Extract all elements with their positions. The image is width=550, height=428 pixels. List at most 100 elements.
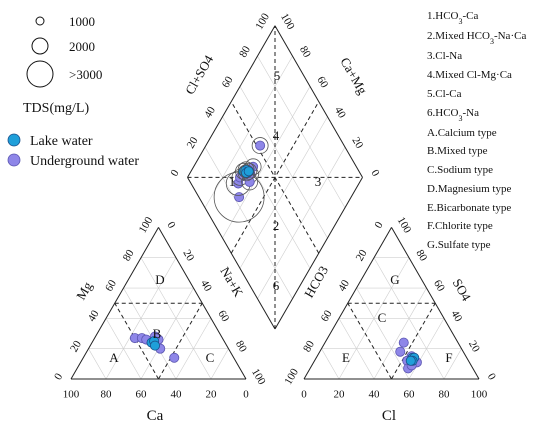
size-legend-label-2: 2000 — [69, 39, 95, 54]
size-legend: 1000 2000 >3000 TDS(mg/L) — [23, 14, 102, 116]
diamond-tick-clso4-60: 60 — [220, 74, 236, 90]
underground-water-cation-point-6 — [169, 352, 180, 363]
anion-right-axis-label: SO4 — [450, 276, 475, 304]
cation-right-axis-label: Na+K — [217, 264, 246, 300]
diamond-tick-clso4-0: 0 — [169, 167, 182, 178]
cation-tick-nak-0: 0 — [164, 220, 177, 231]
key-item-c: C.Sodium type — [427, 164, 493, 176]
cation-grid-ca-3 — [105, 318, 142, 380]
diamond-zone-4: 4 — [273, 128, 280, 143]
cation-tick-ca-0: 0 — [243, 389, 249, 401]
cation-tick-nak-100: 100 — [249, 367, 268, 388]
anion-zone-c: C — [378, 310, 387, 325]
anion-tick-so4-20: 20 — [466, 339, 482, 355]
diamond-zone-1: 1 — [229, 174, 236, 189]
legend-label-lake-water: Lake water — [30, 134, 93, 149]
anion-zone-f: F — [445, 350, 452, 365]
size-legend-label-1: 1000 — [69, 14, 95, 29]
key-item-5: 5.Cl-Ca — [427, 88, 462, 100]
diamond-tick-camg-80: 80 — [297, 44, 313, 60]
size-legend-circle-small — [35, 16, 45, 26]
diamond-tick-camg-0: 0 — [368, 168, 381, 179]
lake-water-tds-ring-4 — [240, 162, 258, 180]
diamond-tick-camg-60: 60 — [314, 74, 330, 90]
key-item-4: 4.Mixed Cl-Mg·Ca — [427, 69, 512, 81]
cation-tick-mg-0: 0 — [52, 371, 65, 382]
anion-tick-so4-100: 100 — [395, 215, 414, 236]
underground-water-tds-ring-6 — [251, 137, 269, 154]
anion-dash-hco3-50 — [347, 302, 392, 380]
key-item-g: G.Sulfate type — [427, 239, 491, 251]
cation-grid-nak-2 — [140, 287, 194, 380]
anion-tick-cl-100: 100 — [471, 389, 488, 401]
diamond-tick-camg-40: 40 — [332, 105, 348, 121]
size-legend-circle-large — [26, 60, 54, 88]
anion-tick-cl-40: 40 — [369, 389, 381, 401]
anion-tick-hco3-40: 40 — [336, 278, 352, 294]
cation-tick-nak-80: 80 — [233, 339, 249, 355]
cation-grid-nak-3 — [175, 318, 212, 380]
cation-tick-nak-60: 60 — [215, 308, 231, 324]
diamond-tick-clso4-100: 100 — [253, 11, 272, 32]
data-marks — [129, 137, 422, 374]
cation-tick-mg-100: 100 — [137, 215, 156, 236]
cation-tick-ca-20: 20 — [206, 389, 218, 401]
cation-tick-mg-20: 20 — [68, 338, 84, 354]
cation-zone-a: A — [109, 350, 119, 365]
anion-tick-hco3-80: 80 — [301, 338, 317, 354]
diamond-zone-3: 3 — [315, 174, 322, 189]
anion-tick-so4-60: 60 — [431, 278, 447, 294]
anion-grid-hco3-3 — [338, 318, 375, 380]
anion-zone-e: E — [342, 350, 350, 365]
cation-tick-ca-80: 80 — [101, 389, 113, 401]
cation-grid-ca-2 — [123, 287, 177, 380]
legend-swatch-underground-water — [7, 153, 21, 167]
anion-grid-hco3-4 — [321, 348, 340, 380]
cation-zone-d: D — [155, 272, 164, 287]
anion-left-axis-label: HCO3 — [301, 263, 331, 300]
cation-tick-mg-40: 40 — [86, 308, 102, 324]
size-legend-label-3: >3000 — [69, 67, 102, 82]
anion-grid-hco3-2 — [356, 287, 410, 380]
anion-tick-cl-60: 60 — [404, 389, 416, 401]
legend-label-underground-water: Underground water — [30, 154, 139, 169]
key-item-6: 6.HCO3-Na — [427, 107, 479, 123]
diamond-tick-clso4-20: 20 — [185, 135, 201, 151]
key-item-1: 1.HCO3-Ca — [427, 10, 478, 26]
plot-frame: 0002020204040406060608080801001001000100… — [52, 11, 498, 401]
key-item-3: 3.Cl-Na — [427, 50, 462, 62]
cation-tick-mg-60: 60 — [103, 278, 119, 294]
anion-tick-cl-80: 80 — [439, 389, 451, 401]
diamond-tick-camg-100: 100 — [278, 11, 297, 32]
series-legend: Lake water Underground water — [7, 133, 139, 169]
underground-water-diamond-point-1 — [234, 192, 245, 203]
anion-bottom-axis-label: Cl — [382, 408, 396, 424]
lake-water-anion-point-4 — [405, 355, 416, 366]
cation-bottom-axis-label: Ca — [147, 408, 164, 424]
cation-tick-mg-80: 80 — [121, 247, 137, 263]
diamond-zone-6: 6 — [273, 278, 280, 293]
lake-water-tds-ring-3 — [237, 164, 255, 182]
size-legend-circle-medium — [31, 37, 49, 55]
cation-left-axis-label: Mg — [73, 279, 95, 303]
diamond-upper-left-axis-label: Cl+SO4 — [182, 52, 217, 97]
diamond-zone-2: 2 — [273, 218, 280, 233]
cation-grid-ca-4 — [88, 348, 107, 380]
anion-tick-hco3-0: 0 — [373, 219, 386, 230]
cation-zone-b: B — [153, 326, 162, 341]
size-legend-title: TDS(mg/L) — [23, 101, 89, 116]
underground-water-anion-point-1 — [395, 346, 406, 357]
diamond-zone-5: 5 — [274, 68, 281, 83]
cation-tick-ca-40: 40 — [171, 389, 183, 401]
key-item-f: F.Chlorite type — [427, 220, 493, 232]
key-item-a: A.Calcium type — [427, 127, 497, 139]
diamond-tick-clso4-40: 40 — [202, 104, 218, 120]
anion-tick-so4-40: 40 — [448, 308, 464, 324]
cation-tick-ca-60: 60 — [136, 389, 148, 401]
cation-dash-nak50 — [158, 302, 203, 380]
diamond-tick-camg-20: 20 — [349, 135, 365, 151]
cation-zone-c: C — [206, 350, 215, 365]
anion-grid-cl-4 — [443, 348, 462, 380]
lake-water-diamond-point-4 — [243, 166, 254, 177]
